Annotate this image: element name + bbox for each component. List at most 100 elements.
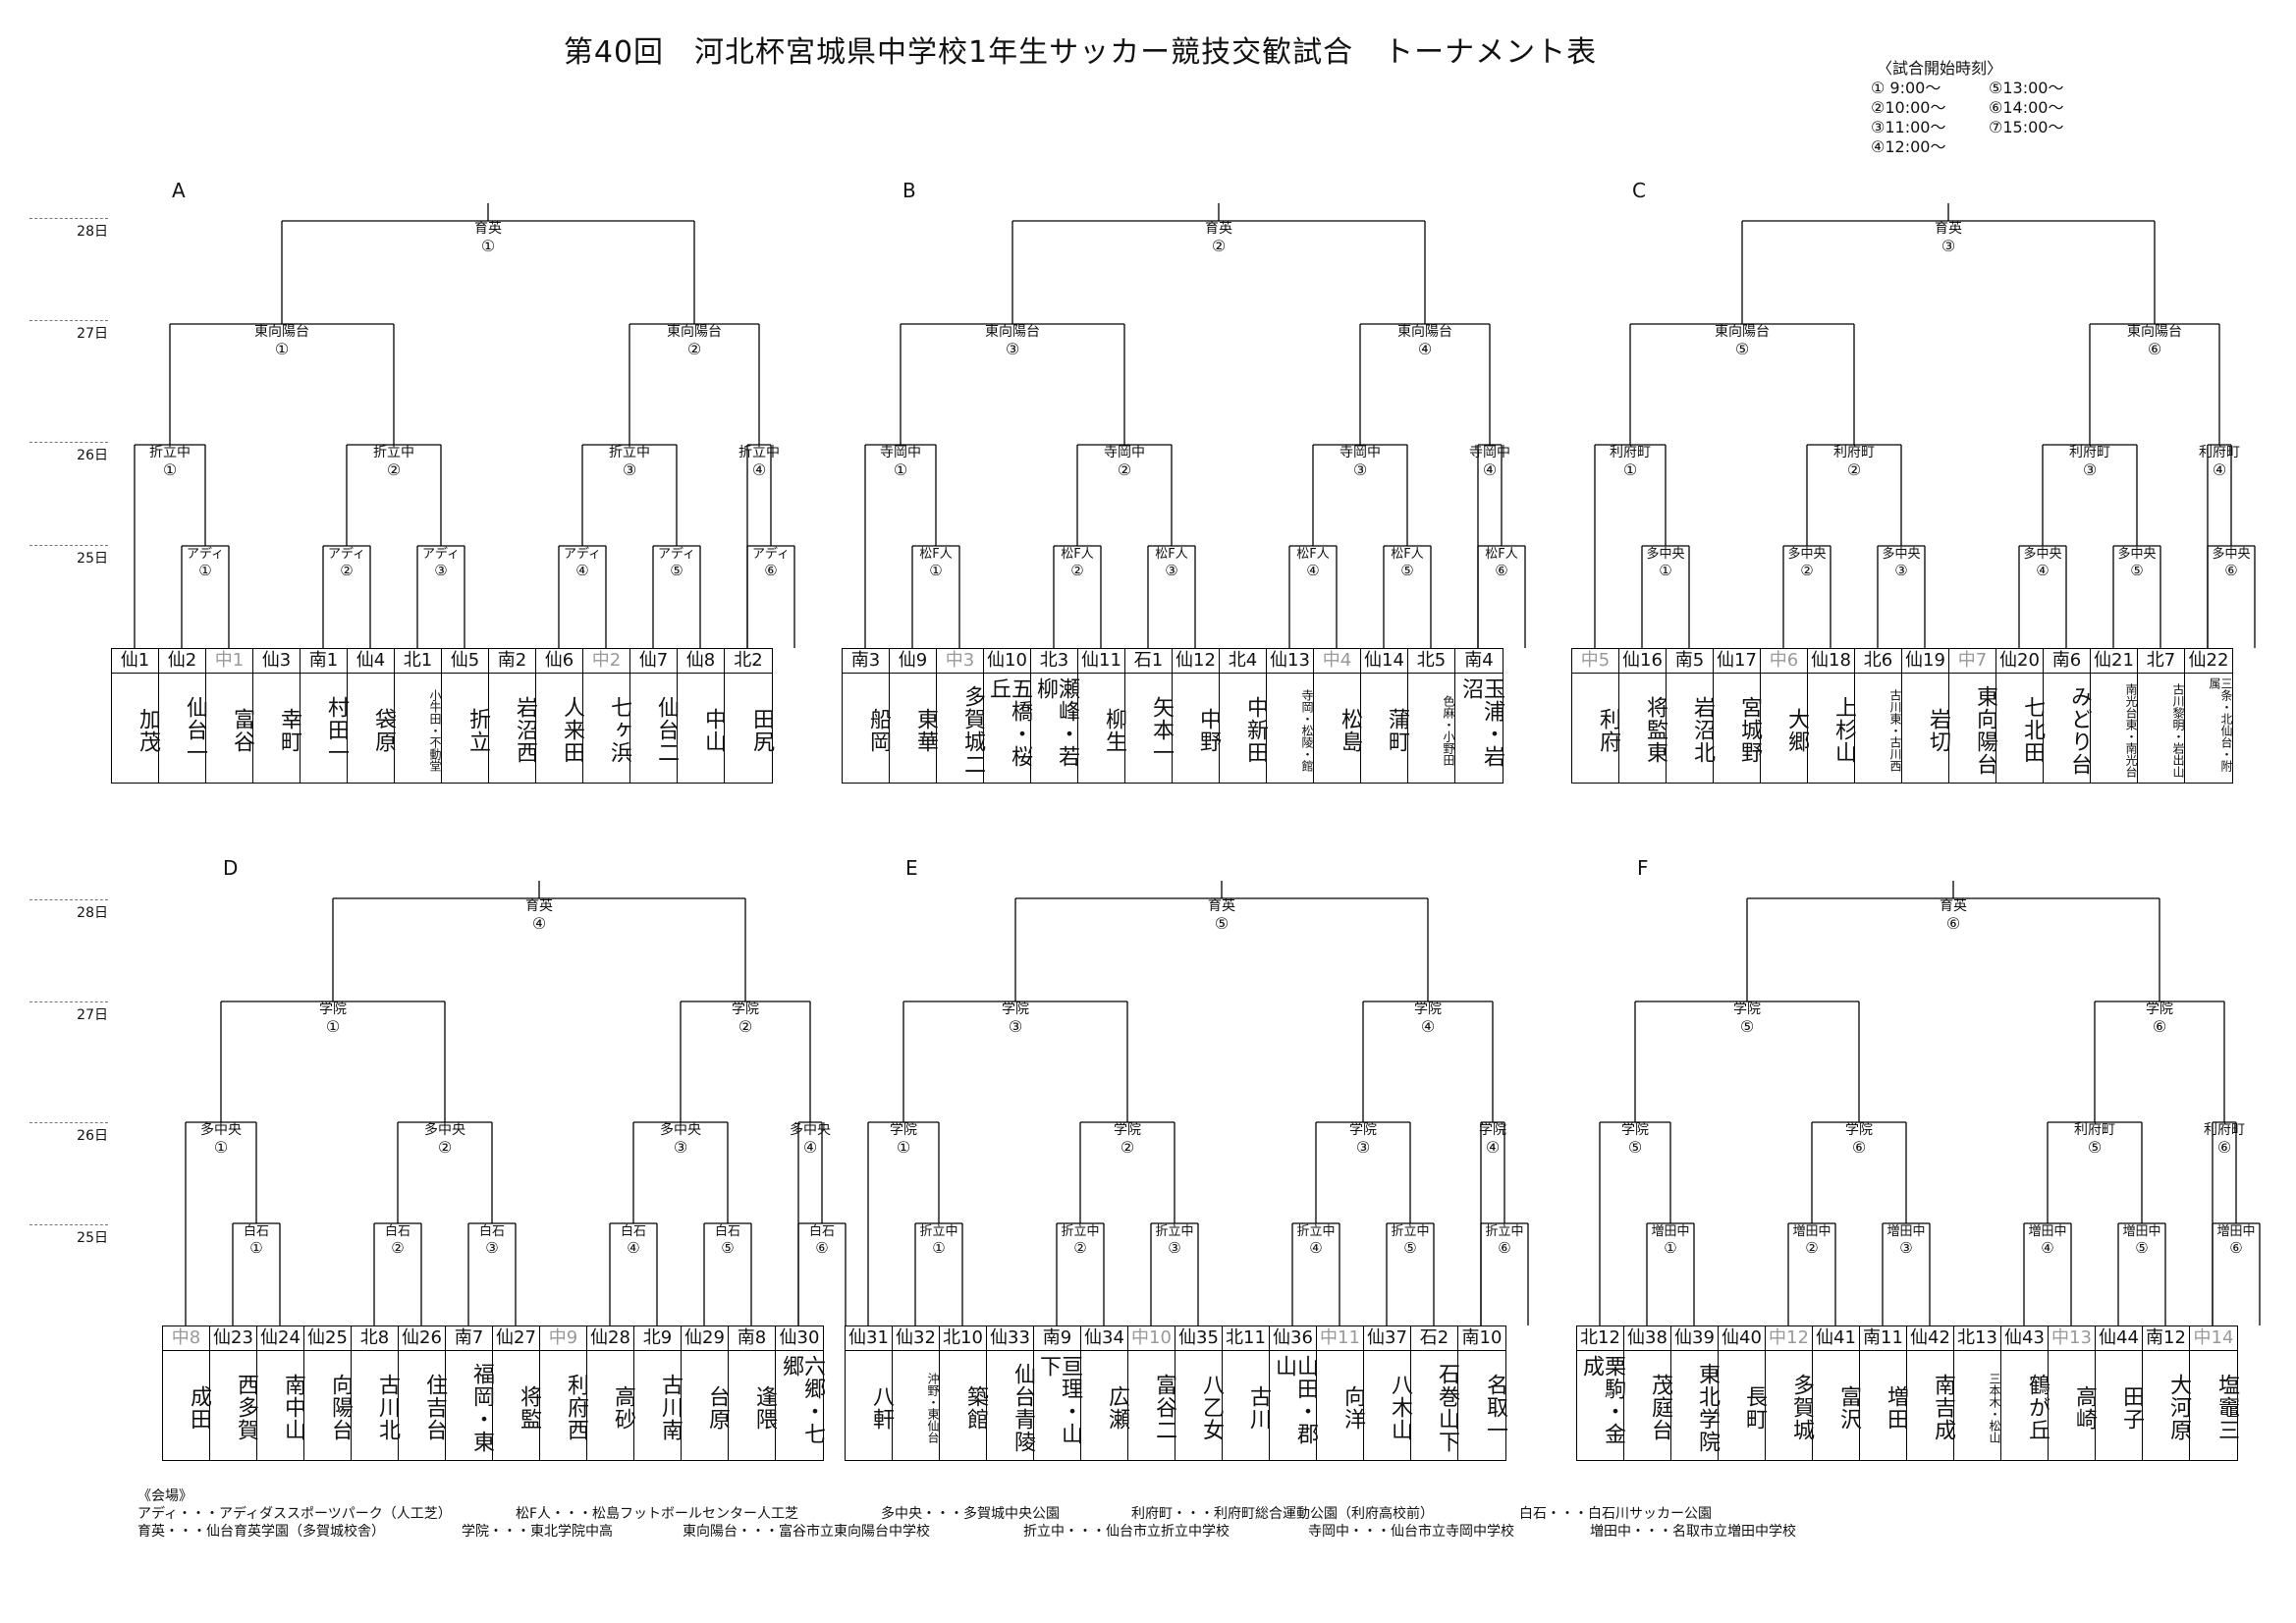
schedule-heading: 〈試合開始時刻〉: [1877, 59, 2003, 78]
qf-match-number: ②: [1121, 1138, 1134, 1157]
r1-match-number: ⑥: [764, 562, 777, 579]
r1-match-number: ④: [2041, 1239, 2053, 1257]
team-code: 仙19: [1902, 649, 1948, 674]
r1-match-venue: 増田中: [1792, 1224, 1831, 1239]
legend-higashiyodai: 東向陽台・・・富谷市立東向陽台中学校: [683, 1524, 930, 1540]
team-name: 利府西: [564, 1374, 588, 1441]
r1-match-venue: アディ: [564, 546, 601, 562]
day-label-28-lower: 28日: [29, 899, 108, 922]
team-name: 名取一: [1483, 1374, 1507, 1441]
qf-match-number: ③: [674, 1138, 687, 1157]
team-code: 仙33: [987, 1326, 1033, 1351]
team-code: 中12: [1766, 1326, 1812, 1351]
r1-match-number: ④: [1309, 1239, 1322, 1257]
legend-adi: アディ・・・アディダススポーツパーク（人工芝）: [137, 1506, 452, 1522]
day-label-27-lower: 27日: [29, 1001, 108, 1024]
team-code: 中9: [540, 1326, 586, 1351]
team-code: 中1: [206, 649, 252, 674]
r1-match-number: ④: [2036, 562, 2049, 579]
team-name: 岩沼西: [513, 696, 537, 764]
section-label-b: B: [902, 179, 916, 202]
r1-match-number: ③: [434, 562, 447, 579]
section-label-a: A: [172, 179, 186, 202]
qf-match-venue: 学院: [1479, 1122, 1506, 1138]
team-name: 八乙女: [1199, 1374, 1224, 1441]
team-name: 瀬峰・若柳: [1033, 677, 1079, 768]
team-name: 松島: [1338, 707, 1362, 753]
team-name: 高崎: [2072, 1384, 2097, 1431]
time-5: ⑤13:00～: [1989, 79, 2064, 97]
r1-match-number: ③: [1899, 1239, 1912, 1257]
r1-match-number: ①: [929, 562, 942, 579]
r1-match-venue: 白石: [244, 1223, 269, 1239]
team-code: 仙1: [112, 649, 158, 674]
qf-match-venue: 折立中: [373, 445, 414, 460]
team-name: 東華: [913, 707, 938, 753]
section-label-e: E: [905, 856, 918, 880]
team-code: 仙12: [1173, 649, 1219, 674]
r1-match-number: ⑤: [721, 1239, 734, 1257]
r1-match-number: ⑤: [1403, 1239, 1416, 1257]
r1-match-number: ③: [485, 1239, 498, 1257]
team-code: 仙20: [1996, 649, 2043, 674]
r1-match-venue: 白石: [621, 1223, 646, 1239]
qf-match-number: ④: [1486, 1138, 1500, 1157]
r1-match-venue: アディ: [752, 546, 790, 562]
qf-match-venue: 学院: [890, 1122, 917, 1138]
r1-match-number: ②: [1070, 562, 1083, 579]
r1-match-number: ①: [198, 562, 211, 579]
qf-match-venue: 学院: [1349, 1122, 1377, 1138]
time-3: ③11:00～: [1871, 118, 1946, 136]
r1-match-venue: 多中央: [1646, 546, 1684, 562]
r1-match-venue: 増田中: [1651, 1224, 1689, 1239]
team-code: 中11: [1317, 1326, 1363, 1351]
r1-match-number: ①: [1664, 1239, 1676, 1257]
team-code: 仙11: [1078, 649, 1124, 674]
team-code: 仙42: [1907, 1326, 1953, 1351]
final-number: ④: [532, 914, 546, 933]
team-name: 増田: [1884, 1384, 1908, 1431]
r1-match-number: ⑥: [1495, 562, 1507, 579]
r1-match-number: ③: [1894, 562, 1907, 579]
team-name: 向洋: [1340, 1384, 1365, 1431]
semifinal-venue: 学院: [2146, 1001, 2173, 1017]
team-name: 蒲町: [1385, 707, 1409, 753]
team-name: 住吉台: [422, 1374, 447, 1441]
team-name: 仙台一: [183, 696, 207, 764]
qf-match-number: ⑥: [1852, 1138, 1866, 1157]
qf-match-number: ②: [387, 460, 401, 479]
semifinal-venue: 東向陽台: [1715, 324, 1770, 340]
r1-match-number: ⑥: [1498, 1239, 1510, 1257]
qf-match-venue: 多中央: [200, 1121, 242, 1138]
qf-match-number: ⑤: [1628, 1138, 1642, 1157]
r1-match-number: ②: [340, 562, 353, 579]
legend-ikuei: 育英・・・仙台育英学園（多賀城校舎）: [137, 1524, 385, 1540]
team-code: 仙43: [2001, 1326, 2048, 1351]
